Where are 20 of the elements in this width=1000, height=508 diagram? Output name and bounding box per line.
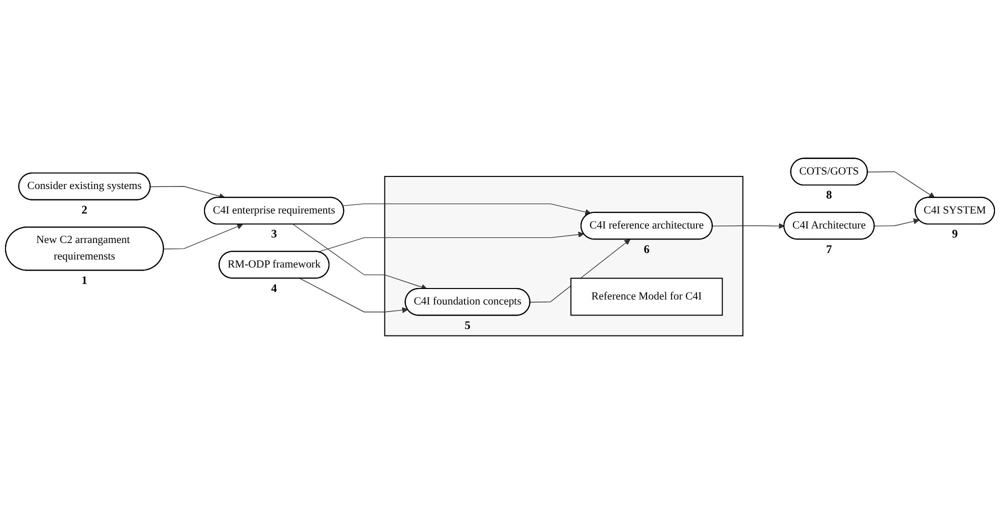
arrow [867,171,935,198]
arrow [874,218,920,227]
arrow [163,224,243,250]
arrow [342,204,592,216]
arrow [300,278,408,314]
node-number: 1 [82,274,88,288]
node-number: 4 [271,282,277,295]
node-number: 2 [82,204,88,217]
node-number: 7 [826,242,832,256]
arrow [318,232,584,252]
arrow [292,224,428,290]
node-box: Reference Model for C4I [570,278,723,316]
arrow [530,239,630,303]
node-number: 3 [271,228,277,241]
arrow [712,223,785,230]
node-number: 8 [826,188,832,202]
node-number: 6 [644,242,650,256]
node-number: 5 [464,319,470,332]
node-number: 9 [952,228,958,241]
cluster [384,176,744,336]
